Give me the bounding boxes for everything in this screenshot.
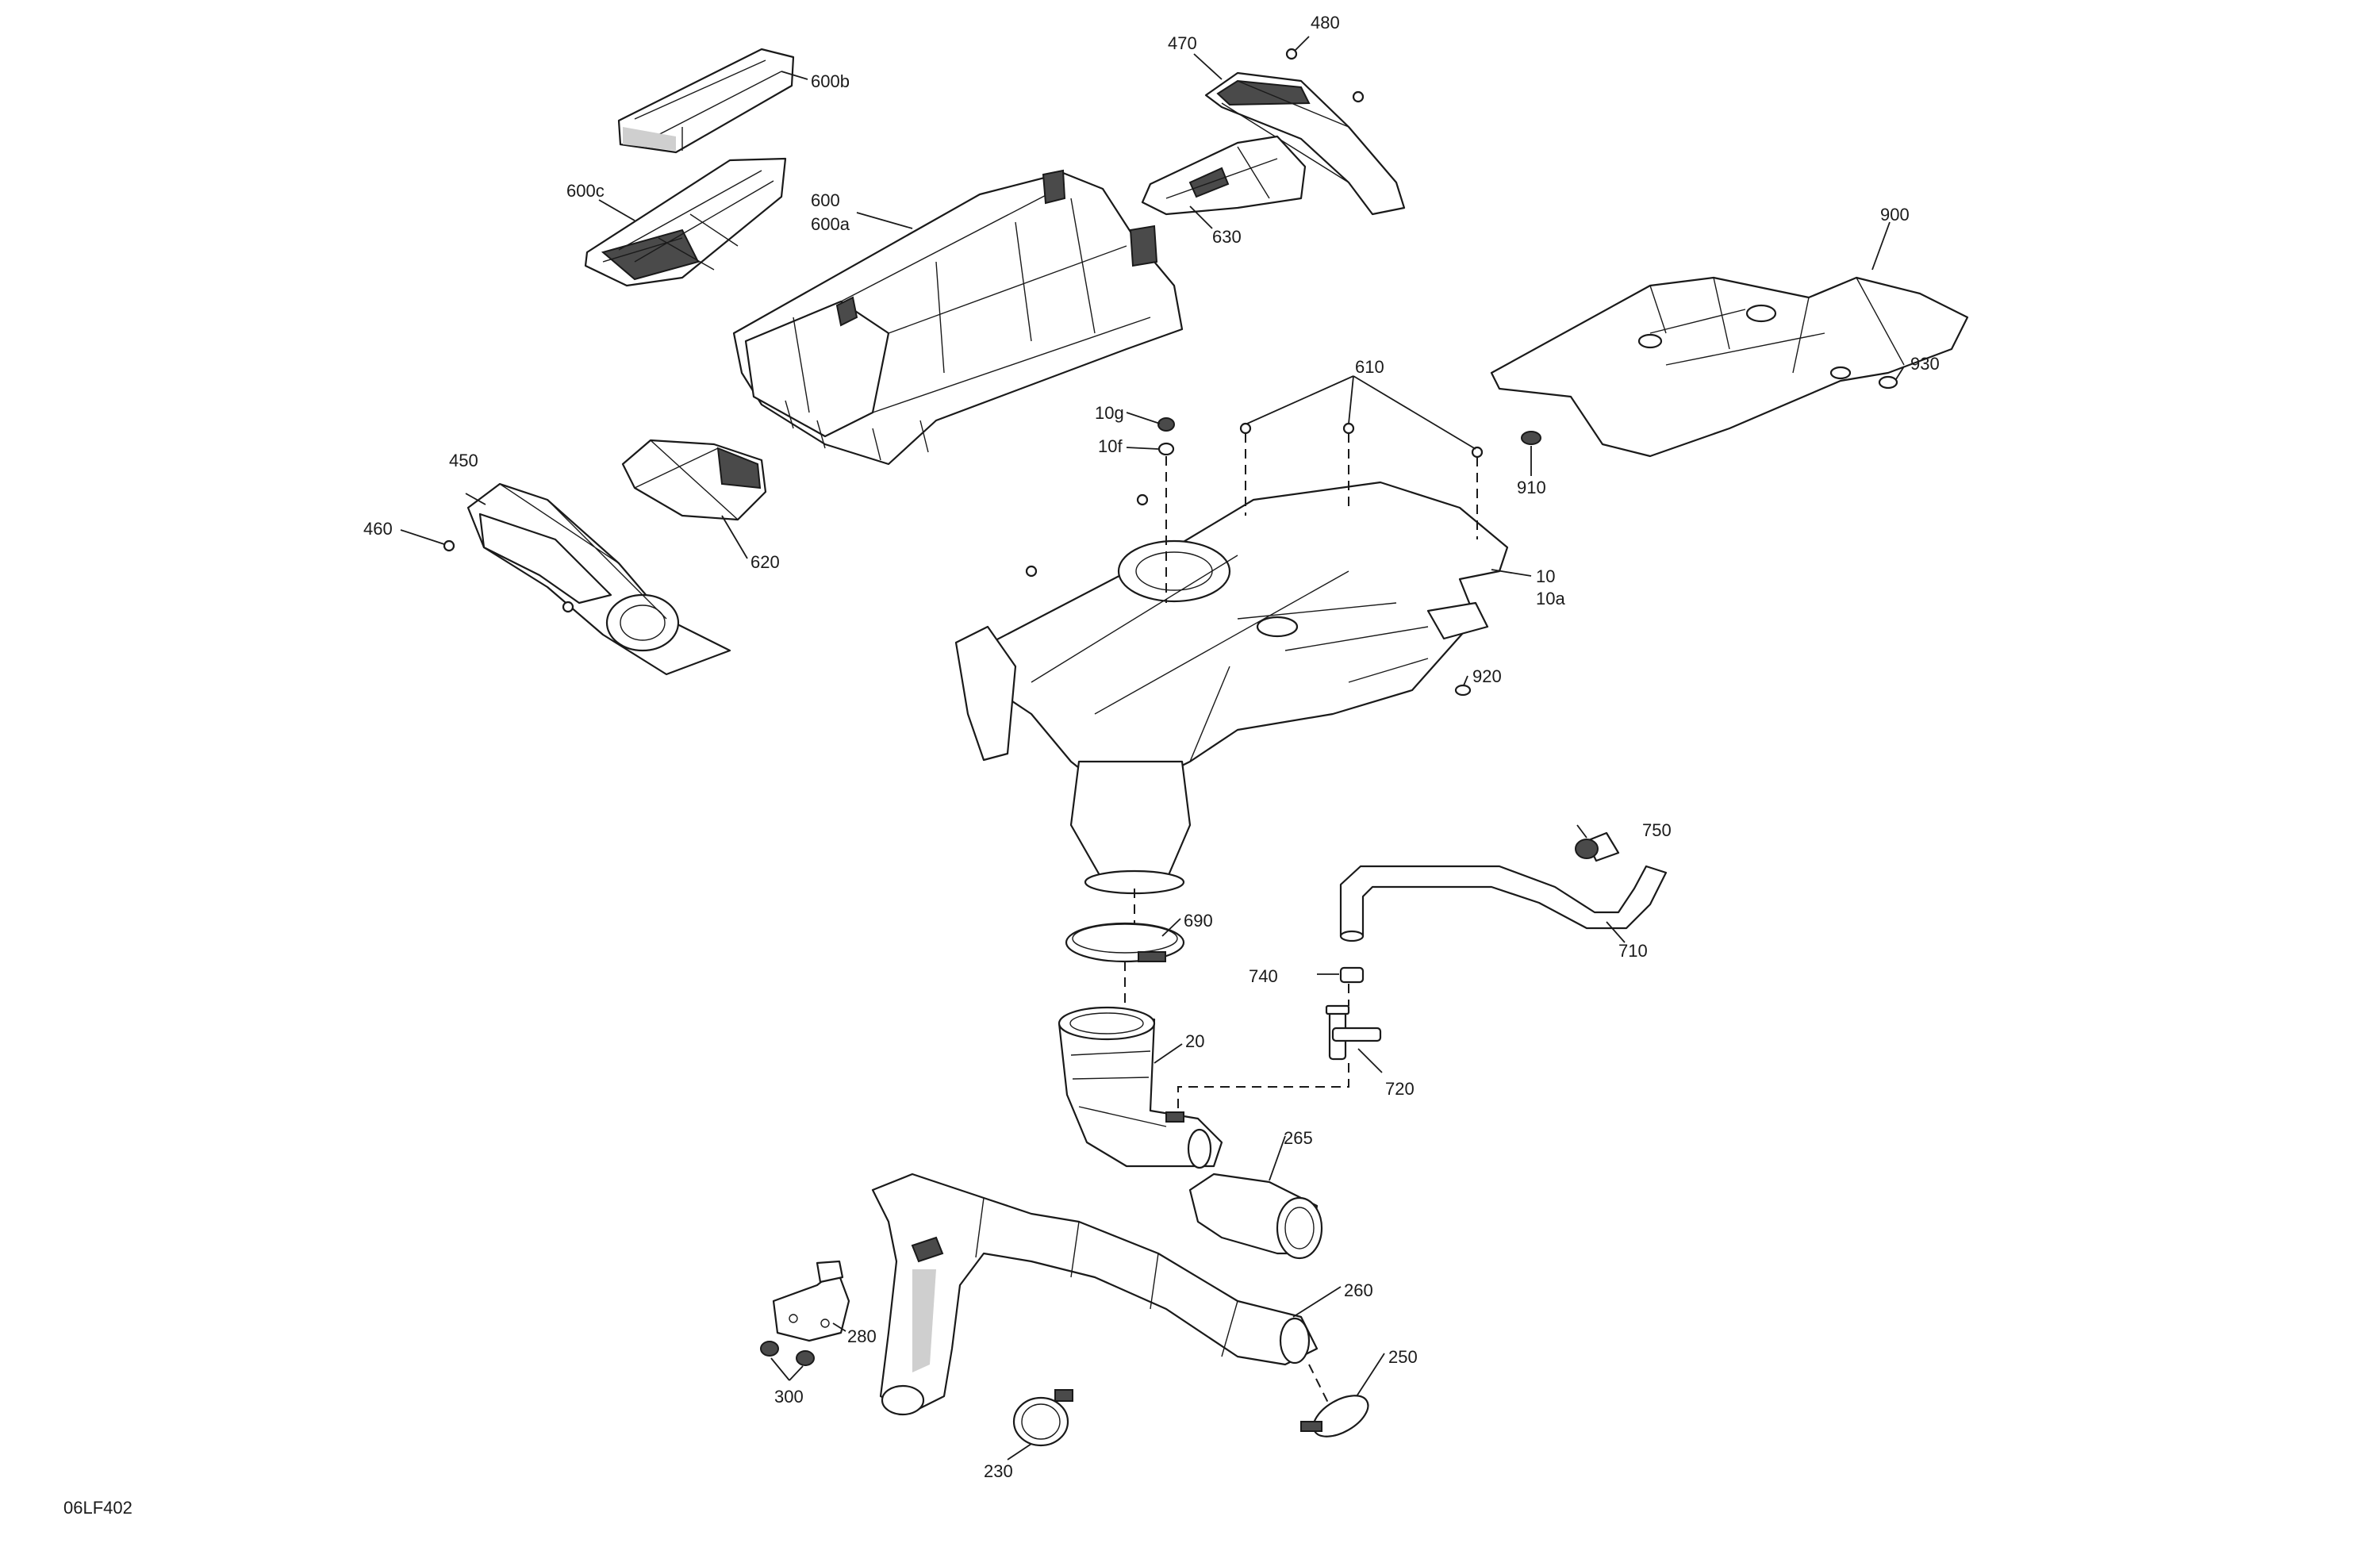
part-690-clamp[interactable] xyxy=(1065,922,1185,963)
part-610-fasteners[interactable] xyxy=(1025,422,1484,578)
part-750-clip[interactable] xyxy=(1575,839,1599,859)
label-690: 690 xyxy=(1184,911,1213,931)
part-740-ring[interactable] xyxy=(1339,966,1365,984)
label-230: 230 xyxy=(984,1461,1013,1481)
part-470-side-intake[interactable] xyxy=(1204,71,1406,216)
part-460-screw[interactable] xyxy=(443,539,574,613)
part-480-screws[interactable] xyxy=(1285,48,1365,103)
label-600b: 600b xyxy=(811,71,850,91)
label-250: 250 xyxy=(1388,1347,1418,1367)
leader-lines xyxy=(400,36,1905,1460)
label-610: 610 xyxy=(1355,357,1384,377)
part-600c-grille[interactable] xyxy=(584,157,787,287)
part-450-side-panel[interactable] xyxy=(466,482,731,676)
part-630-duct[interactable] xyxy=(1141,135,1307,216)
label-10f: 10f xyxy=(1098,436,1123,456)
label-600: 600 xyxy=(811,190,840,210)
part-260-long-hose[interactable] xyxy=(871,1173,1319,1416)
label-280: 280 xyxy=(847,1326,877,1346)
part-250-clamp[interactable] xyxy=(1300,1388,1375,1445)
label-750: 750 xyxy=(1642,820,1672,840)
part-620-small-duct[interactable] xyxy=(621,439,767,521)
part-300-nuts[interactable] xyxy=(760,1341,815,1366)
label-930: 930 xyxy=(1910,354,1940,374)
label-470: 470 xyxy=(1168,33,1197,53)
part-labels: 600b 600c 600 600a 470 480 630 900 610 1… xyxy=(363,13,1940,1481)
label-10: 10 xyxy=(1536,566,1555,586)
label-300: 300 xyxy=(774,1387,804,1407)
label-600a: 600a xyxy=(811,214,850,234)
part-280-bracket[interactable] xyxy=(772,1260,850,1342)
part-900-heat-shield[interactable] xyxy=(1490,276,1969,458)
label-460: 460 xyxy=(363,519,393,539)
label-260: 260 xyxy=(1344,1280,1373,1300)
part-10g-10f-clip[interactable] xyxy=(1157,417,1175,456)
label-265: 265 xyxy=(1284,1128,1313,1148)
part-720-tee-fitting[interactable] xyxy=(1325,1004,1382,1061)
part-20-adapter[interactable] xyxy=(1058,1006,1223,1169)
part-600-upper-airbox[interactable] xyxy=(732,169,1184,466)
neck-dashed-line xyxy=(1124,889,1135,1015)
fastener-dashed-lines xyxy=(1165,433,1478,603)
part-710-hose[interactable] xyxy=(1339,831,1668,942)
diagram-code: 06LF402 xyxy=(63,1498,132,1518)
label-10g: 10g xyxy=(1095,403,1124,423)
label-710: 710 xyxy=(1618,941,1648,961)
label-910: 910 xyxy=(1517,478,1546,497)
label-740: 740 xyxy=(1249,966,1278,986)
part-230-clamp[interactable] xyxy=(1012,1389,1073,1447)
part-265-short-hose[interactable] xyxy=(1188,1173,1323,1260)
clamp-250-dashed-line xyxy=(1308,1364,1330,1405)
label-480: 480 xyxy=(1311,13,1340,33)
part-600b-cover[interactable] xyxy=(617,48,795,154)
part-10-lower-airbox[interactable] xyxy=(954,481,1509,895)
part-910-washer[interactable] xyxy=(1521,431,1541,445)
label-900: 900 xyxy=(1880,205,1910,225)
label-600c: 600c xyxy=(566,181,605,201)
label-450: 450 xyxy=(449,451,478,470)
label-10a: 10a xyxy=(1536,589,1565,608)
tee-dashed-line xyxy=(1177,984,1349,1111)
part-920-screw[interactable] xyxy=(1454,684,1472,697)
label-630: 630 xyxy=(1212,227,1242,247)
part-930-washer[interactable] xyxy=(1878,375,1898,390)
label-620: 620 xyxy=(750,552,780,572)
label-920: 920 xyxy=(1472,666,1502,686)
label-720: 720 xyxy=(1385,1079,1415,1099)
label-20: 20 xyxy=(1185,1031,1204,1051)
